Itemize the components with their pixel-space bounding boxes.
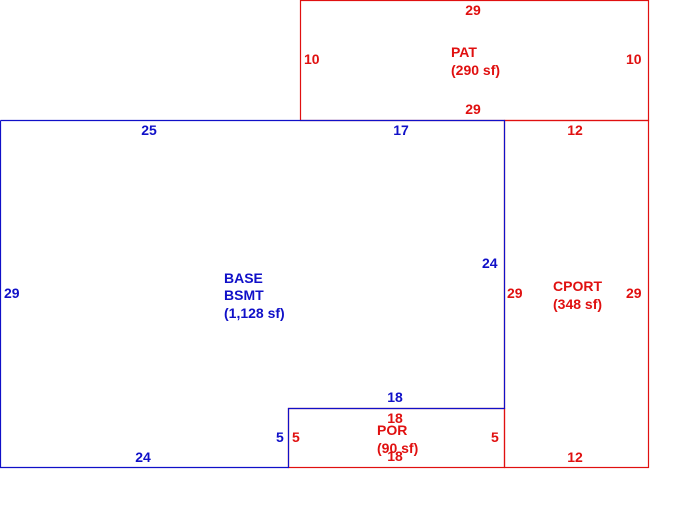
base-dim-right: 24: [482, 255, 498, 271]
pat-dim-bottom: 29: [465, 101, 481, 117]
por-dim-right: 5: [491, 429, 499, 445]
cport-name-label: CPORT: [553, 278, 602, 294]
base-name2-label: BSMT: [224, 287, 264, 303]
pat-dim-right: 10: [626, 51, 642, 67]
base-dim-notch-top: 18: [387, 389, 403, 405]
base-dim-left: 29: [4, 285, 20, 301]
cport-dim-left: 29: [507, 285, 523, 301]
base-name-label: BASE: [224, 270, 263, 286]
base-area-label: (1,128 sf): [224, 305, 285, 321]
base-dim-top-left: 25: [141, 122, 157, 138]
pat-dim-left: 10: [304, 51, 320, 67]
base-dim-top-right: 17: [393, 122, 409, 138]
por-name-label: POR: [377, 422, 407, 438]
base-outline: [0, 119, 506, 469]
base-dim-notch-side: 5: [276, 429, 284, 445]
pat-name-label: PAT: [451, 44, 477, 60]
cport-area-label: (348 sf): [553, 296, 602, 312]
pat-area-label: (290 sf): [451, 62, 500, 78]
cport-dim-bottom: 12: [567, 449, 583, 465]
por-area-label: (90 sf): [377, 440, 418, 456]
por-dim-left: 5: [292, 429, 300, 445]
base-dim-bottom: 24: [135, 449, 151, 465]
por-dim-bottom: 18: [387, 448, 403, 464]
pat-dim-top: 29: [465, 2, 481, 18]
por-dim-top: 18: [387, 410, 403, 426]
cport-dim-right: 29: [626, 285, 642, 301]
cport-dim-top: 12: [567, 122, 583, 138]
